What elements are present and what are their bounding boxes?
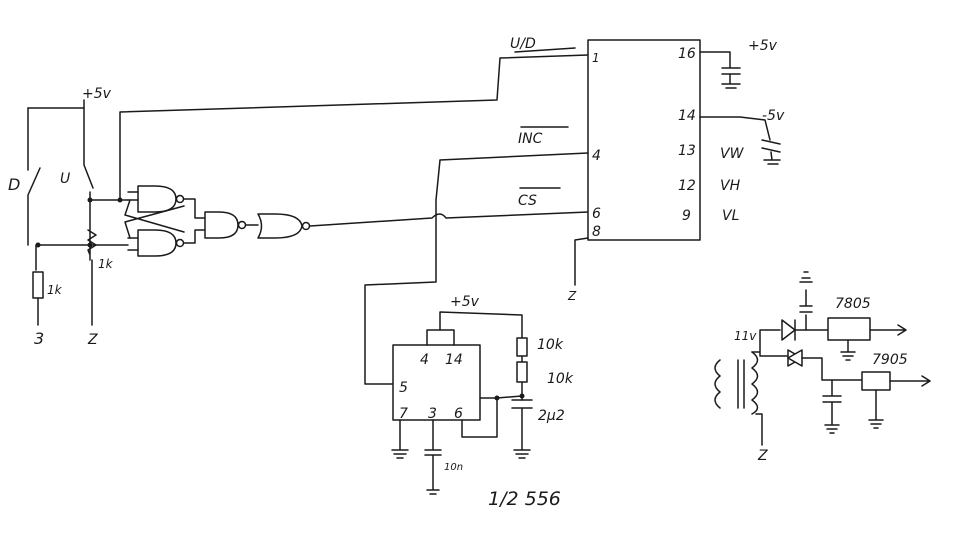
timer-pin-4: 4 <box>420 352 429 368</box>
pin-6-number: 6 <box>592 206 601 222</box>
nand-gate-bottom <box>137 229 177 257</box>
pin-9-signal: VL <box>722 208 739 224</box>
resistor-10k-2 <box>516 361 528 383</box>
capacitor-label-c1: 2μ2 <box>538 408 565 424</box>
pot-ic-gnd-label: Z <box>567 289 577 303</box>
pin-16-number: 16 <box>678 46 696 62</box>
resistor-1k-left <box>32 271 44 299</box>
pin-13-number: 13 <box>678 143 696 159</box>
transformer-primary <box>714 359 721 409</box>
diode-positive <box>781 319 796 341</box>
gnd-label-right: Z <box>87 332 98 348</box>
regulator-7905 <box>861 371 891 391</box>
timer-ic-body <box>392 344 481 421</box>
pin-12-signal: VH <box>720 178 741 194</box>
pot-ic-body <box>587 39 701 241</box>
gnd-label-left: 3 <box>34 329 44 348</box>
resistor-label-r1: 10k <box>537 337 564 353</box>
nand-gate-top <box>137 185 177 213</box>
regulator-7805 <box>827 317 871 341</box>
regulator-label-7905: 7905 <box>872 352 908 368</box>
pin-1-number: 1 <box>592 51 600 65</box>
junction-dot <box>87 242 93 248</box>
capacitor-label-c2: 10n <box>444 462 463 473</box>
psu-gnd-label: Z <box>757 448 768 464</box>
switch-section: 3 Z D U +5v 1k 1k <box>8 86 129 348</box>
wire-ud <box>119 54 589 201</box>
pin-4-signal: INC <box>518 131 543 147</box>
timer-pin-3: 3 <box>428 406 437 422</box>
resistor-label-right: 1k <box>98 257 114 271</box>
timer-pin-5: 5 <box>399 380 408 396</box>
pin-12-number: 12 <box>678 178 696 194</box>
left-rail-wire <box>27 107 41 271</box>
nand-gate-mid <box>204 211 239 239</box>
switch-label-d: D <box>8 175 20 194</box>
supply-label-switch: +5v <box>82 86 112 102</box>
pin-13-signal: VW <box>720 146 745 162</box>
timer-pin-14: 14 <box>445 352 463 368</box>
psu-section: Z 11v 7805 7905 <box>714 271 931 464</box>
wire-inc <box>364 152 589 385</box>
regulator-label-7805: 7805 <box>835 296 871 312</box>
pin-4-number: 4 <box>592 148 601 164</box>
pin-6-signal: CS <box>518 193 537 209</box>
resistor-label-left: 1k <box>47 283 63 297</box>
supply-plus-5v: +5v <box>748 38 778 54</box>
psu-input-label: 11v <box>734 329 757 343</box>
wire-cs <box>309 211 589 227</box>
junction-dot <box>35 242 41 248</box>
timer-pin-7: 7 <box>399 406 408 422</box>
nand-gate-out <box>257 213 303 239</box>
junction-dot <box>87 197 93 203</box>
right-rail-wire <box>83 99 97 261</box>
transformer-secondary <box>751 351 759 415</box>
pin-8-number: 8 <box>592 224 601 240</box>
pot-ic-section: 1 U/D 4 INC 6 CS 8 Z 16 +5v 14 -5v 13 VW… <box>364 36 785 385</box>
switch-label-u: U <box>60 171 70 187</box>
pin-1-signal: U/D <box>510 36 536 52</box>
timer-pin-6: 6 <box>454 406 463 422</box>
timer-caption: 1/2 556 <box>488 488 561 510</box>
supply-minus-5v: -5v <box>762 108 785 124</box>
gates-section <box>117 54 589 257</box>
timer-supply-label: +5v <box>450 294 480 310</box>
pin-9-number: 9 <box>682 208 691 224</box>
pin-14-number: 14 <box>678 108 696 124</box>
timer-section: 4 14 5 7 3 6 +5v 10k 10k 2μ2 10n 1/2 556 <box>391 294 574 510</box>
resistor-10k-1 <box>516 337 528 357</box>
resistor-label-r2: 10k <box>547 371 574 387</box>
